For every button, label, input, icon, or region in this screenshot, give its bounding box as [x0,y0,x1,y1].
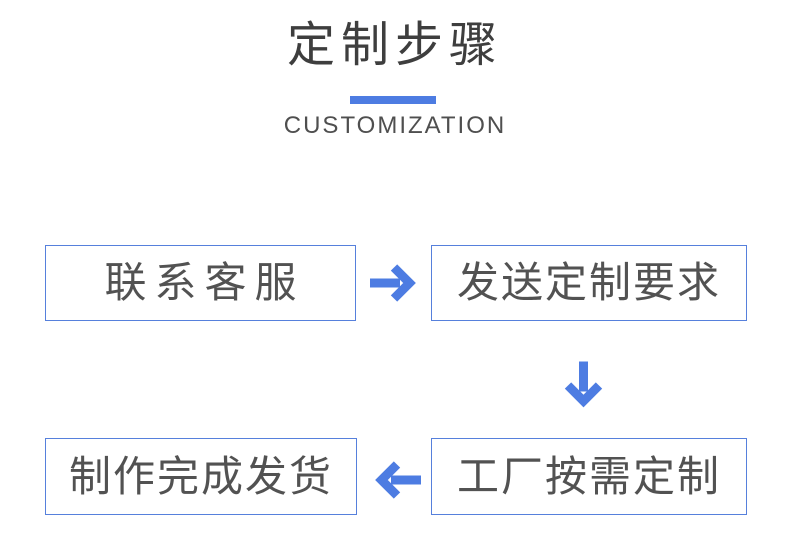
step-label-send-requirements: 发送定制要求 [456,259,721,306]
title-divider [350,96,436,104]
left-arrow-icon [375,460,421,499]
step-label-factory-customize: 工厂按需定制 [456,452,721,500]
page-subtitle: CUSTOMIZATION [283,112,507,139]
step-label-finish-and-ship: 制作完成发货 [68,452,333,500]
step-box-finish-and-ship: 制作完成发货 [45,438,357,515]
step-box-send-requirements: 发送定制要求 [431,245,747,321]
step-label-contact-support: 联系客服 [104,259,305,306]
step-box-contact-support: 联系客服 [45,245,356,321]
step-box-factory-customize: 工厂按需定制 [431,438,747,515]
page-title: 定制步骤 [286,19,503,72]
down-arrow-icon [564,361,603,408]
right-arrow-icon [370,264,416,303]
